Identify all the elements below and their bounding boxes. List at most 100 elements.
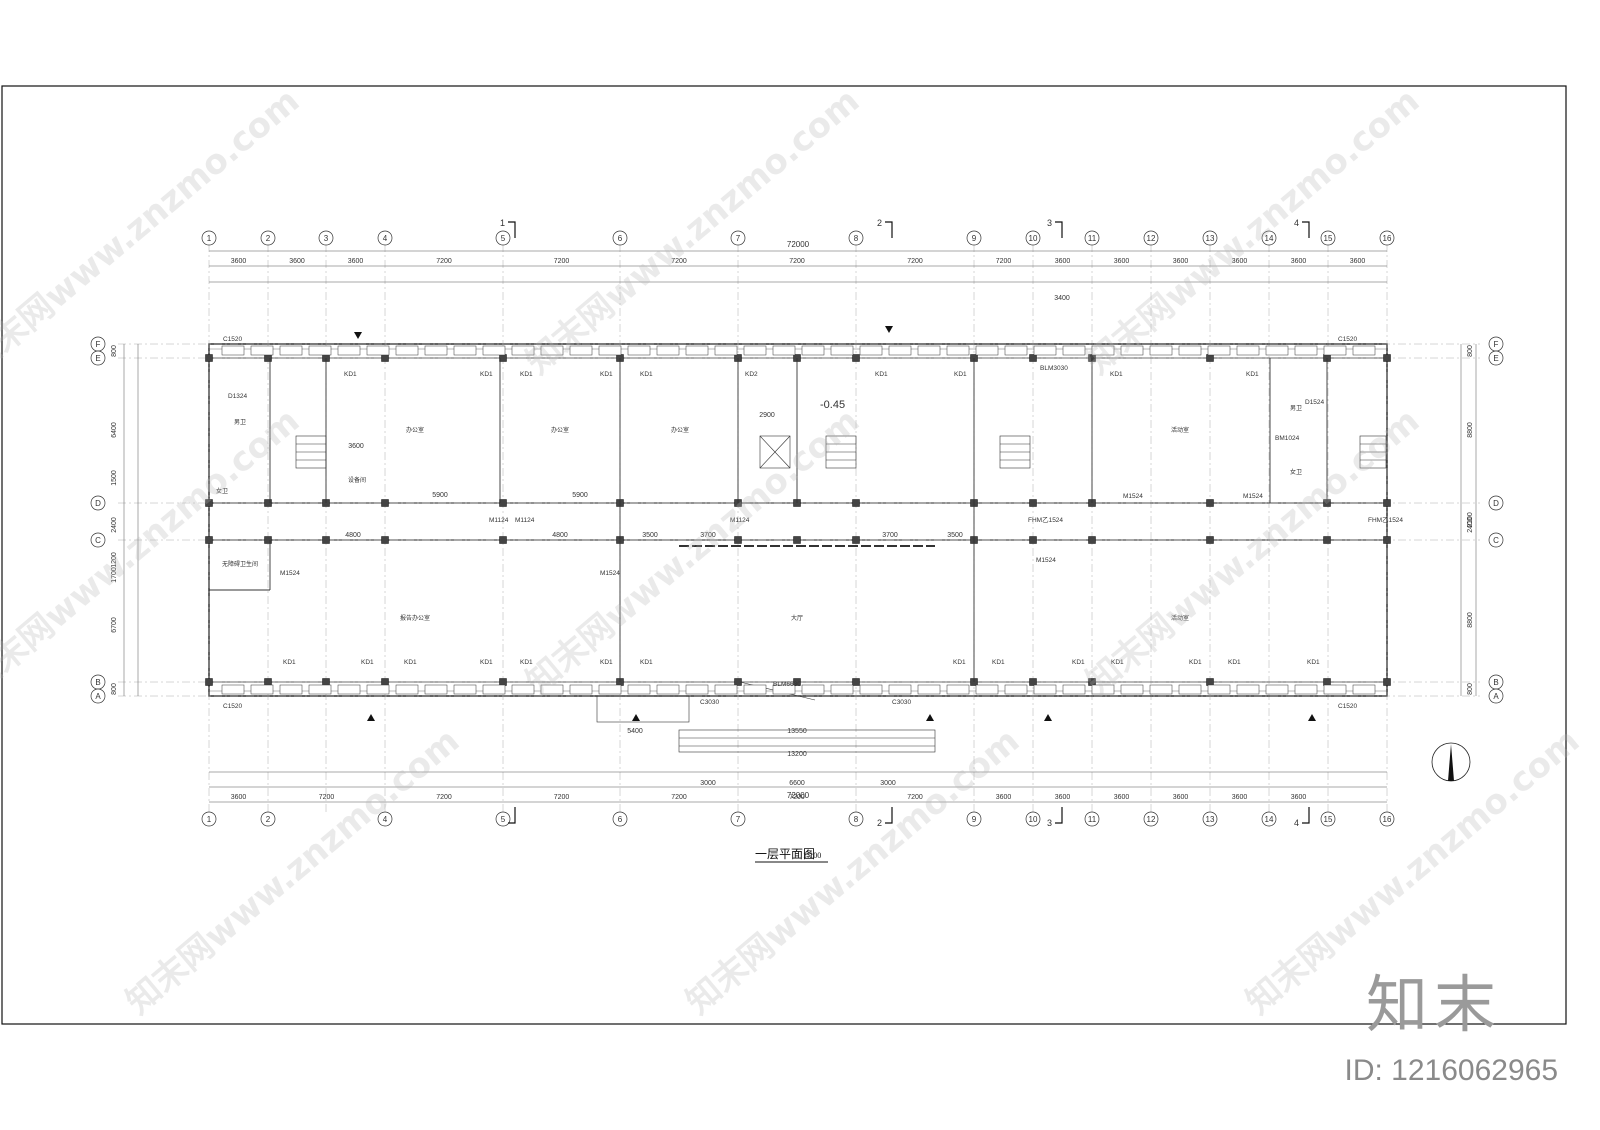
bay-dim-bottom: 3600 bbox=[1291, 794, 1307, 801]
side-dim-left: 2400 bbox=[111, 517, 118, 533]
room-office-1: 办公室 bbox=[406, 426, 424, 434]
side-dim-left: 6700 bbox=[111, 617, 118, 633]
column bbox=[1206, 536, 1214, 544]
image-id: ID: 1216062965 bbox=[1344, 1054, 1558, 1087]
bay-dim-top: 7200 bbox=[789, 258, 805, 265]
section-2-bottom: 2 bbox=[877, 818, 882, 828]
axis-grid-lines bbox=[118, 244, 1480, 812]
bay-dim-bottom: 3600 bbox=[1055, 794, 1071, 801]
dim-3700-1: 3700 bbox=[700, 532, 716, 539]
window-symbol bbox=[1236, 684, 1260, 695]
axis-top-6: 6 bbox=[618, 234, 623, 243]
watermark-text: 知末网www.znzmo.com bbox=[519, 401, 868, 703]
axis-bottom-6-circle bbox=[612, 811, 628, 827]
column bbox=[499, 678, 507, 686]
window-symbol bbox=[1323, 345, 1347, 356]
kd1-tag: KD1 bbox=[953, 659, 966, 666]
axis-right-B: B bbox=[1493, 678, 1498, 687]
room-meeting: 报告办公室 bbox=[400, 614, 430, 622]
axis-bottom-9-circle bbox=[966, 811, 982, 827]
kd1-tag: KD1 bbox=[1246, 371, 1259, 378]
window-symbol bbox=[1120, 684, 1144, 695]
bay-dim-bottom: 7200 bbox=[671, 794, 687, 801]
kd1-tag: KD1 bbox=[480, 659, 493, 666]
label-m1524-5: M1524 bbox=[600, 570, 620, 577]
axis-right-F: F bbox=[1494, 340, 1499, 349]
window-symbol bbox=[1062, 345, 1086, 356]
window-symbol bbox=[1352, 345, 1376, 356]
axis-left-E-circle bbox=[90, 350, 106, 366]
watermark-text: 知末网www.znzmo.com bbox=[1079, 401, 1428, 703]
axis-bottom-7-circle bbox=[730, 811, 746, 827]
stair-right bbox=[999, 435, 1387, 469]
column bbox=[1383, 678, 1391, 686]
dim-4800-1: 4800 bbox=[345, 532, 361, 539]
side-dim-left: 1200 bbox=[111, 552, 118, 568]
kd1-tag: KD1 bbox=[344, 371, 357, 378]
room-toilet-left-2: 女卫 bbox=[216, 487, 228, 495]
window-symbol bbox=[569, 684, 593, 695]
window-symbol bbox=[598, 345, 622, 356]
column bbox=[793, 536, 801, 544]
dim-3500-2: 3500 bbox=[947, 532, 963, 539]
window-symbol bbox=[830, 345, 854, 356]
section-mark-labels: 1 2 3 4 2 3 4 bbox=[500, 218, 1299, 828]
label-bm1024: BM1024 bbox=[1275, 435, 1300, 442]
dim-5400: 5400 bbox=[627, 728, 643, 735]
window-symbol bbox=[569, 345, 593, 356]
window-symbol bbox=[540, 345, 564, 356]
column bbox=[852, 354, 860, 362]
window-symbol bbox=[1149, 684, 1173, 695]
bay-dim-bottom: 3600 bbox=[1232, 794, 1248, 801]
axis-top-13: 13 bbox=[1206, 234, 1215, 243]
window-symbol bbox=[888, 345, 912, 356]
window-symbol bbox=[221, 684, 245, 695]
bay-dim-bottom: 7200 bbox=[907, 794, 923, 801]
room-toilet-right: 男卫 bbox=[1290, 405, 1302, 412]
window-symbol bbox=[337, 684, 361, 695]
axis-left-F: F bbox=[96, 340, 101, 349]
dimension-texts: 72000 72000 bbox=[787, 240, 810, 800]
axis-bottom-2-circle bbox=[260, 811, 276, 827]
column bbox=[1029, 536, 1037, 544]
window-symbol bbox=[656, 345, 680, 356]
axis-left-D: D bbox=[95, 499, 101, 508]
bay-dim-top: 3600 bbox=[1232, 258, 1248, 265]
misc-dimensions: 13550 13200 5400 3400 2900 3600 5900 590… bbox=[345, 295, 1070, 787]
axis-bottom-9: 9 bbox=[972, 815, 977, 824]
bay-dim-bottom: 7200 bbox=[789, 794, 805, 801]
window-symbol bbox=[1091, 684, 1115, 695]
column bbox=[499, 536, 507, 544]
window-symbol bbox=[1207, 684, 1231, 695]
window-symbol bbox=[1178, 345, 1202, 356]
column bbox=[205, 354, 213, 362]
window-symbol bbox=[1033, 684, 1057, 695]
window-symbol bbox=[453, 345, 477, 356]
watermark-text: 知末网www.znzmo.com bbox=[1079, 81, 1428, 383]
column bbox=[1206, 499, 1214, 507]
axis-top-12-circle bbox=[1143, 230, 1159, 246]
window-symbol bbox=[221, 345, 245, 356]
column bbox=[499, 499, 507, 507]
kd1-tag: KD1 bbox=[361, 659, 374, 666]
label-c1520-tr: C1520 bbox=[1338, 336, 1358, 343]
axis-left-A: A bbox=[95, 692, 101, 701]
column bbox=[264, 499, 272, 507]
side-dim-left: 800 bbox=[111, 683, 118, 695]
kd1-tag: KD1 bbox=[640, 371, 653, 378]
window-symbol bbox=[424, 684, 448, 695]
side-dim-right: 2100 bbox=[1467, 512, 1474, 528]
axis-top-6-circle bbox=[612, 230, 628, 246]
bay-dim-top: 7200 bbox=[436, 258, 452, 265]
axis-bottom-1-circle bbox=[201, 811, 217, 827]
bay-dim-bottom: 3600 bbox=[1114, 794, 1130, 801]
axis-left-E: E bbox=[95, 354, 100, 363]
axis-bottom-10-circle bbox=[1025, 811, 1041, 827]
axis-top-11-circle bbox=[1084, 230, 1100, 246]
window-symbol bbox=[627, 345, 651, 356]
bay-dim-bottom: 3600 bbox=[231, 794, 247, 801]
structural-columns bbox=[205, 354, 1391, 686]
axis-top-8-circle bbox=[848, 230, 864, 246]
section-1-top: 1 bbox=[500, 218, 505, 228]
